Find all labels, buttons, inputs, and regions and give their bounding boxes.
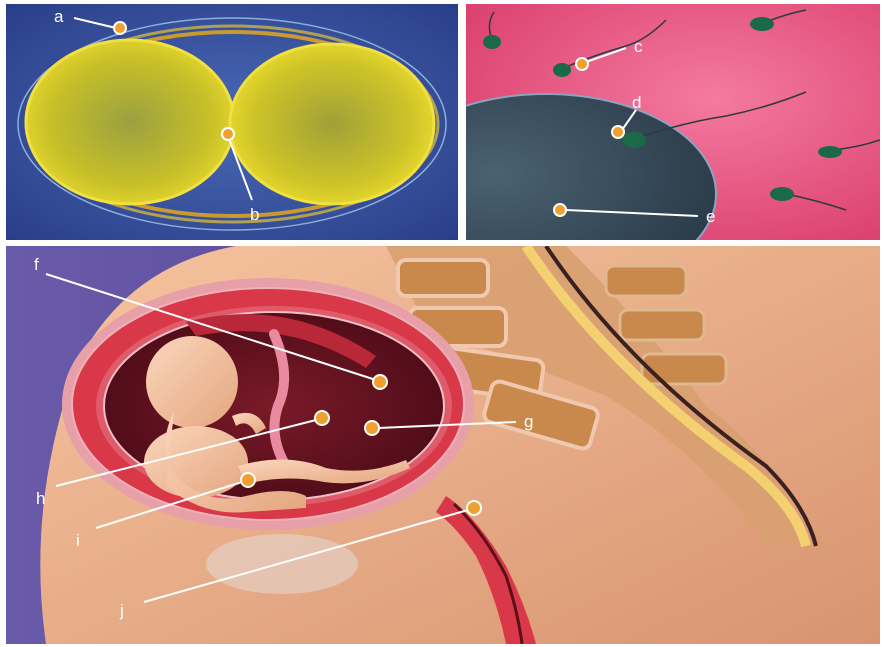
left-blastomere	[26, 40, 234, 204]
label-d: d	[632, 93, 641, 112]
label-g: g	[524, 412, 533, 431]
sperm-head	[483, 35, 501, 49]
label-e: e	[706, 207, 715, 226]
label-c: c	[634, 37, 643, 56]
marker-d	[612, 126, 624, 138]
marker-c	[576, 58, 588, 70]
sperm-head	[750, 17, 774, 31]
pregnancy-cross-section-illustration: f g h i j	[6, 246, 880, 644]
fetus-in-uterus-panel: f g h i j	[6, 246, 880, 644]
fertilization-panel: c d e	[466, 4, 880, 240]
marker-j	[467, 501, 481, 515]
label-i: i	[76, 531, 80, 550]
marker-i	[241, 473, 255, 487]
label-f: f	[34, 255, 39, 274]
sperm-head	[553, 63, 571, 77]
marker-e	[554, 204, 566, 216]
label-a: a	[54, 7, 64, 26]
two-cell-embryo-panel: a b	[6, 4, 458, 240]
marker-b	[222, 128, 234, 140]
label-j: j	[119, 601, 124, 620]
fertilization-illustration: c d e	[466, 4, 880, 240]
two-cell-embryo-illustration: a b	[6, 4, 458, 240]
sperm-head-fertilizing	[622, 132, 646, 148]
right-blastomere	[230, 44, 434, 204]
marker-h	[315, 411, 329, 425]
marker-g	[365, 421, 379, 435]
marker-f	[373, 375, 387, 389]
label-h: h	[36, 489, 45, 508]
marker-a	[114, 22, 126, 34]
sperm-head	[818, 146, 842, 158]
bladder	[206, 534, 358, 594]
sperm-head	[770, 187, 794, 201]
label-b: b	[250, 205, 259, 224]
